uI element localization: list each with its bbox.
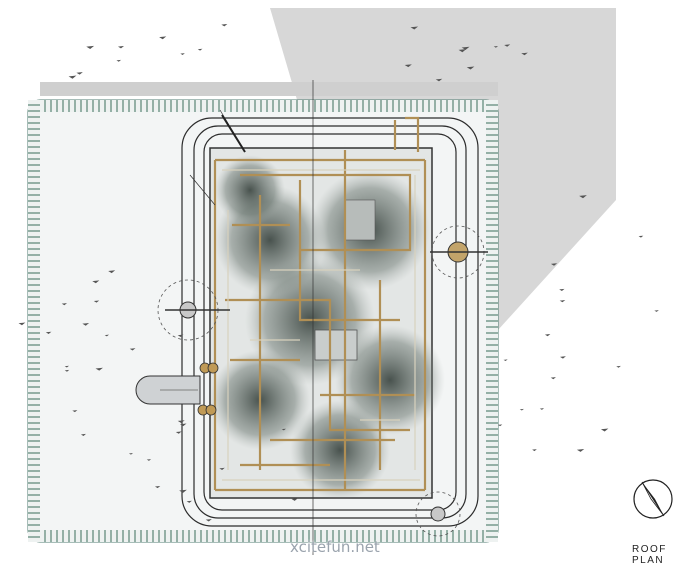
bird-icon [117, 45, 125, 49]
bird-icon [64, 365, 70, 368]
cast-shadow-edge [40, 82, 498, 96]
bird-icon [104, 334, 110, 337]
left-node [157, 279, 230, 341]
bird-icon [281, 428, 286, 431]
bird-icon [72, 410, 78, 413]
bird-icon [219, 467, 225, 471]
bird-icon [497, 424, 503, 427]
watermark-text: xcitefun.net [290, 538, 380, 556]
bird-icon [205, 519, 212, 522]
bird-icon [197, 48, 203, 51]
bird-icon [550, 377, 556, 380]
bird-icon [76, 72, 83, 75]
bird-icon [128, 453, 134, 455]
bird-icon [175, 431, 182, 434]
bird-icon [466, 66, 475, 70]
bird-icon [45, 331, 52, 334]
bird-silhouette-icon [18, 23, 659, 522]
water-tanks [197, 362, 219, 416]
bird-icon [179, 423, 187, 427]
bird-icon [177, 420, 185, 424]
bird-icon [550, 263, 558, 266]
bird-icon [435, 78, 443, 82]
bird-icon [93, 300, 100, 303]
bird-icon [544, 334, 551, 337]
bird-icon [560, 356, 566, 359]
bird-icon [404, 64, 412, 68]
bird-icon [616, 365, 621, 368]
bird-icon [108, 270, 116, 274]
bird-icon [521, 52, 528, 56]
bird-icon [179, 489, 187, 493]
bird-icon [82, 323, 90, 326]
pipe-network [213, 116, 427, 492]
bird-icon [461, 46, 470, 50]
bird-icon [519, 408, 524, 411]
bird-icon [180, 53, 185, 55]
bird-icon [146, 459, 152, 461]
bird-icon [177, 334, 184, 337]
bottom-node [415, 491, 461, 537]
bird-icon [559, 300, 566, 303]
bird-icon [116, 59, 122, 62]
bird-icon [600, 428, 609, 432]
right-node [430, 225, 488, 279]
bird-icon [504, 44, 511, 47]
bird-icon [493, 45, 499, 48]
pipe-network-light [222, 169, 420, 481]
bird-icon [64, 369, 70, 372]
bird-icon [291, 498, 298, 501]
bird-icon [80, 433, 86, 436]
bird-icon [503, 359, 508, 362]
bird-icon [61, 303, 68, 306]
bird-icon [576, 448, 585, 452]
bird-icon [18, 322, 26, 326]
bird-icon [159, 36, 167, 40]
bird-icon [638, 235, 644, 238]
bird-icon [654, 310, 659, 312]
bird-icon [410, 26, 419, 30]
bird-icon [458, 49, 467, 53]
bird-icon [95, 367, 103, 371]
bird-icon [186, 500, 192, 503]
plan-title: ROOF PLAN [632, 544, 667, 566]
bird-icon [579, 195, 587, 199]
bird-icon [221, 23, 228, 27]
bird-icon [539, 408, 545, 410]
bird-icon [154, 486, 161, 489]
bird-icon [559, 288, 565, 292]
bird-icon [68, 75, 77, 79]
north-arrow-icon [628, 474, 678, 524]
bird-icon [532, 449, 537, 452]
bird-icon [92, 280, 100, 284]
bird-icon [129, 348, 136, 351]
bird-icon [86, 45, 95, 50]
track-rings [181, 117, 479, 527]
